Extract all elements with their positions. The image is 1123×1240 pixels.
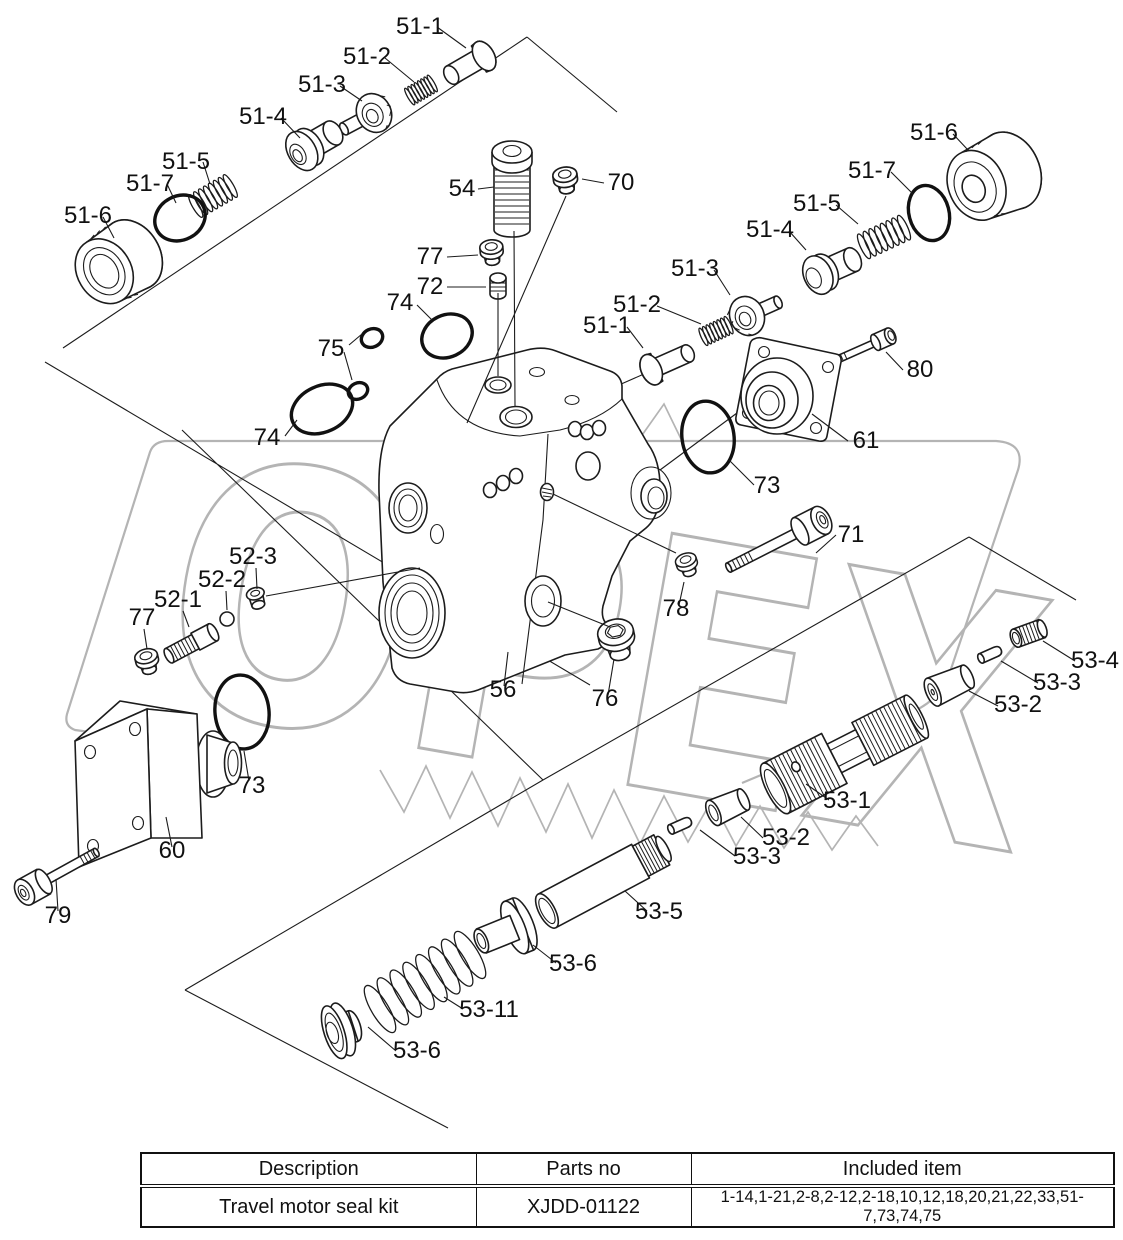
part-label-74: 74	[254, 424, 281, 451]
part-53-5-tube-drawing	[534, 834, 672, 929]
part-label-51-3: 51-3	[298, 71, 346, 98]
part-51-4-right-drawing	[801, 246, 863, 296]
leader-lines	[55, 26, 1076, 1052]
part-label-74: 74	[387, 289, 414, 316]
table-header-row: Description Parts no Included item	[140, 1152, 1115, 1188]
part-label-53-6: 53-6	[549, 950, 597, 977]
o-ring-73-right	[680, 399, 736, 475]
part-label-78: 78	[663, 595, 690, 622]
part-label-51-1: 51-1	[583, 312, 631, 339]
part-53-2-lower-drawing	[704, 788, 751, 827]
part-label-51-2: 51-2	[343, 43, 391, 70]
part-53-2-upper-drawing	[923, 664, 976, 707]
o-ring-51-7-left	[153, 193, 207, 243]
part-51-1-left-drawing	[442, 40, 497, 86]
part-label-53-6: 53-6	[393, 1037, 441, 1064]
part-53-4-drawing	[1009, 618, 1048, 649]
part-51-1-right-drawing	[639, 344, 696, 386]
part-76-drawing	[596, 618, 636, 662]
part-label-80: 80	[907, 356, 934, 383]
part-label-75: 75	[318, 335, 345, 362]
part-label-54: 54	[449, 175, 476, 202]
watermark-crack-bottom	[379, 764, 879, 852]
table-header-parts-no: Parts no	[475, 1152, 692, 1188]
part-72-drawing	[489, 272, 507, 300]
part-51-3-right-drawing	[726, 295, 784, 337]
part-79-bolt-drawing	[13, 847, 100, 906]
part-52-3-drawing	[245, 586, 266, 610]
part-51-2-right-spring	[696, 314, 736, 348]
o-ring-75-b	[346, 380, 370, 402]
part-51-6-left-drawing	[74, 219, 164, 305]
part-52-2-ball	[219, 611, 235, 627]
part-label-60: 60	[159, 837, 186, 864]
valve-body-56-drawing	[378, 347, 672, 694]
part-77-upper-drawing	[478, 238, 506, 268]
o-ring-73-left	[213, 673, 271, 751]
o-ring-74-left	[289, 382, 355, 436]
part-label-53-5: 53-5	[635, 898, 683, 925]
part-label-72: 72	[417, 273, 444, 300]
part-label-53-3: 53-3	[733, 843, 781, 870]
part-label-51-2: 51-2	[613, 291, 661, 318]
part-label-53-2: 53-2	[762, 824, 810, 851]
part-label-51-4: 51-4	[746, 216, 794, 243]
cell-description: Travel motor seal kit	[140, 1185, 477, 1228]
part-label-51-1: 51-1	[396, 13, 444, 40]
part-label-53-4: 53-4	[1071, 647, 1119, 674]
part-label-51-5: 51-5	[162, 148, 210, 175]
part-label-61: 61	[853, 427, 880, 454]
cell-parts-no: XJDD-01122	[475, 1185, 692, 1228]
part-label-52-2: 52-2	[198, 566, 246, 593]
part-label-51-3: 51-3	[671, 255, 719, 282]
part-label-51-6: 51-6	[64, 202, 112, 229]
part-label-70: 70	[608, 169, 635, 196]
part-label-79: 79	[45, 902, 72, 929]
part-label-56: 56	[490, 676, 517, 703]
part-label-52-3: 52-3	[229, 543, 277, 570]
part-label-52-1: 52-1	[154, 586, 202, 613]
part-71-bolt-drawing	[724, 505, 833, 573]
part-53-3-lower-pin	[666, 816, 693, 835]
part-51-4-left-drawing	[284, 120, 344, 172]
table-header-included-item: Included item	[690, 1152, 1115, 1188]
seal-kit-table: Description Parts no Included item Trave…	[140, 1152, 1115, 1228]
part-label-51-4: 51-4	[239, 103, 287, 130]
part-52-1-drawing	[163, 622, 220, 664]
o-ring-51-7-right	[906, 183, 952, 243]
part-label-53-3: 53-3	[1033, 669, 1081, 696]
part-label-71: 71	[838, 521, 865, 548]
part-label-53-1: 53-1	[823, 787, 871, 814]
part-label-77: 77	[129, 604, 156, 631]
part-label-51-7: 51-7	[126, 170, 174, 197]
o-ring-75-a	[359, 326, 385, 350]
part-label-51-6: 51-6	[910, 119, 958, 146]
part-label-76: 76	[592, 685, 619, 712]
part-70-drawing	[550, 164, 581, 197]
part-54-drawing	[491, 140, 533, 238]
part-53-6-upper-drawing	[473, 897, 538, 955]
part-label-73: 73	[754, 472, 781, 499]
part-53-6-lower-drawing	[320, 1002, 363, 1060]
part-51-6-right-drawing	[946, 131, 1043, 221]
part-53-1-drawing	[759, 694, 930, 815]
part-51-5-right-spring	[854, 213, 914, 261]
cell-included-item: 1-14,1-21,2-8,2-12,2-18,10,12,18,20,21,2…	[690, 1185, 1115, 1228]
part-label-51-5: 51-5	[793, 190, 841, 217]
part-label-53-2: 53-2	[994, 691, 1042, 718]
part-51-2-left-spring	[402, 73, 440, 107]
part-label-51-7: 51-7	[848, 157, 896, 184]
part-label-53-11: 53-11	[459, 996, 519, 1023]
part-61-flange-drawing	[735, 336, 842, 442]
table-header-description: Description	[140, 1152, 477, 1188]
part-label-77: 77	[417, 243, 444, 270]
part-53-3-upper-pin	[976, 645, 1003, 664]
o-ring-74-top	[420, 312, 474, 360]
part-label-73: 73	[239, 772, 266, 799]
table-row: Travel motor seal kit XJDD-01122 1-14,1-…	[140, 1185, 1115, 1228]
part-60-block-drawing	[74, 700, 243, 868]
